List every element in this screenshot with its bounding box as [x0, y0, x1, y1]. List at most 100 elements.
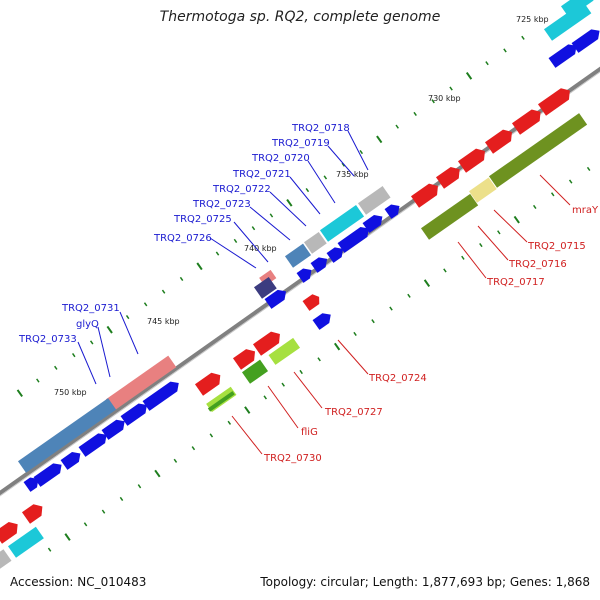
leader-lines-top	[77, 130, 369, 385]
gene-blue-735-3	[337, 227, 369, 253]
leader-0715	[493, 209, 528, 243]
leader-0722	[269, 191, 307, 227]
tick-mark	[137, 484, 142, 489]
tick-mark	[269, 213, 274, 218]
gene-green-0730	[207, 391, 235, 412]
leader-0733	[77, 341, 97, 385]
tick-mark	[64, 533, 71, 541]
tick-mark	[521, 35, 525, 40]
label-mraY: mraY	[572, 205, 599, 216]
label-TRQ2_0717: TRQ2_0717	[486, 277, 545, 288]
gene-red-730-6	[410, 183, 438, 208]
tick-mark	[263, 395, 267, 400]
gene-features	[0, 0, 600, 569]
gene-cyan-735	[319, 205, 365, 242]
tick-mark	[461, 255, 465, 260]
label-TRQ2_0718: TRQ2_0718	[291, 123, 350, 134]
tick-mark	[209, 433, 214, 438]
gene-blue-745-6	[33, 463, 62, 487]
kbp-label-725: 725 kbp	[516, 15, 549, 24]
leader-0717	[457, 241, 487, 279]
tick-mark	[244, 406, 251, 414]
tick-mark	[89, 340, 94, 345]
tick-mark	[106, 325, 113, 334]
leader-0719	[327, 145, 355, 177]
tick-mark	[154, 469, 161, 478]
gene-red-0730	[194, 372, 221, 396]
gene-blue-0724	[312, 313, 331, 330]
tick-mark	[125, 314, 130, 320]
tick-mark	[443, 268, 447, 273]
tick-mark	[479, 242, 483, 248]
tick-mark	[465, 72, 473, 80]
gene-red-730-2	[511, 109, 541, 135]
tick-mark	[36, 378, 40, 383]
label-TRQ2_0731: TRQ2_0731	[61, 303, 120, 314]
tick-mark	[371, 319, 375, 324]
label-TRQ2_0716: TRQ2_0716	[508, 259, 567, 270]
gene-steel-row	[17, 398, 117, 473]
label-TRQ2_0726: TRQ2_0726	[153, 233, 212, 244]
tick-mark	[513, 215, 520, 224]
gene-red-0727-2	[232, 349, 256, 370]
label-glyQ: glyQ	[76, 319, 99, 330]
gene-grey-735	[357, 186, 391, 215]
tick-mark	[341, 162, 346, 167]
leader-0723	[249, 206, 291, 241]
tick-mark	[389, 306, 393, 311]
gene-red-730-5	[435, 166, 460, 189]
accession-text: Accession: NC_010483	[10, 575, 147, 589]
tick-mark	[47, 547, 52, 552]
topology-text: Topology: circular; Length: 1,877,693 bp…	[260, 575, 590, 589]
gene-red-bl-2	[21, 504, 43, 524]
label-TRQ2_0727: TRQ2_0727	[324, 407, 383, 418]
kbp-label-740: 740 kbp	[244, 244, 277, 253]
gene-red-bl-1	[0, 521, 18, 544]
tick-mark	[485, 61, 489, 66]
label-fliG: fliG	[301, 427, 318, 438]
label-TRQ2_0730: TRQ2_0730	[263, 453, 322, 464]
tick-mark	[532, 204, 537, 210]
gene-blue-735-1	[384, 204, 400, 219]
gene-cyan-725	[543, 1, 592, 41]
leader-0726	[209, 237, 257, 269]
tick-mark	[423, 279, 431, 287]
tick-mark	[333, 342, 341, 351]
tick-mark	[161, 289, 166, 294]
tick-mark	[215, 251, 220, 256]
tick-mark	[407, 293, 411, 298]
label-TRQ2_0724: TRQ2_0724	[368, 373, 427, 384]
gene-blue-725	[548, 44, 577, 68]
label-TRQ2_0733: TRQ2_0733	[18, 334, 77, 345]
leader-0724	[337, 339, 369, 375]
leader-0731	[119, 311, 139, 355]
tick-mark	[305, 188, 310, 193]
tick-mark	[299, 369, 303, 375]
tick-mark	[119, 496, 124, 502]
gene-olive-short	[420, 193, 479, 240]
map-title: Thermotoga sp. RQ2, complete genome	[159, 9, 441, 25]
gene-olive-long	[488, 113, 588, 188]
label-TRQ2_0725: TRQ2_0725	[173, 214, 232, 225]
leader-0718	[347, 130, 369, 171]
tick-mark	[395, 124, 399, 129]
gene-blue-745-3	[101, 419, 125, 440]
leader-0727	[293, 371, 323, 409]
gene-cyan-725b	[560, 0, 594, 18]
tick-mark	[281, 382, 285, 387]
gene-grey-bl	[0, 549, 12, 569]
gene-red-0727-1	[252, 331, 280, 356]
tick-mark	[191, 446, 196, 451]
tick-mark	[586, 166, 591, 171]
gene-khaki	[468, 177, 497, 203]
tick-mark	[497, 230, 501, 235]
leader-0725	[233, 221, 269, 263]
gene-blue-735-5	[310, 257, 328, 273]
tick-mark	[376, 135, 383, 144]
label-TRQ2_0721: TRQ2_0721	[232, 169, 291, 180]
gene-red-0724	[302, 294, 320, 311]
gene-green-0727	[241, 359, 269, 384]
gene-blue-740	[264, 289, 287, 309]
tick-mark	[323, 175, 328, 180]
